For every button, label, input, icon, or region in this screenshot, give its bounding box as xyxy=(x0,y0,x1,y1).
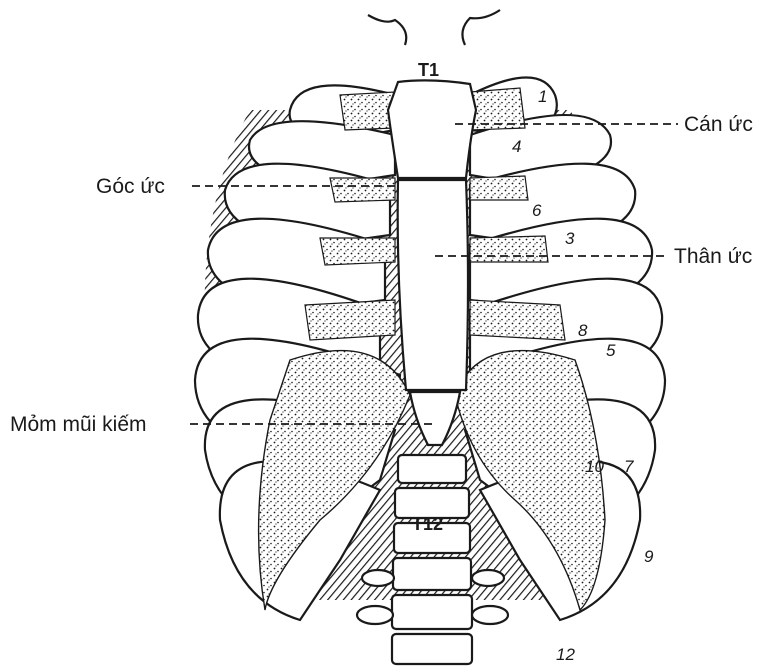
sternal-body-shape xyxy=(398,180,468,390)
rib-number-9: 9 xyxy=(644,547,654,566)
rib-number-5: 5 xyxy=(606,341,616,360)
rib-number-8: 8 xyxy=(578,321,588,340)
rib-number-3: 3 xyxy=(565,229,575,248)
label-sternal-angle: Góc ức xyxy=(96,175,165,198)
rib-number-4: 4 xyxy=(512,137,521,156)
vertebra-label-t1: T1 xyxy=(418,60,439,80)
rib-number-7: 7 xyxy=(624,457,634,476)
rib-number-10: 10 xyxy=(585,457,604,476)
label-sternal-body: Thân ức xyxy=(674,245,752,268)
right-clavicle-stub xyxy=(462,10,500,45)
label-xiphoid: Mỏm mũi kiếm xyxy=(10,413,147,436)
rib-number-6: 6 xyxy=(532,201,542,220)
left-clavicle-stub xyxy=(368,15,406,45)
rib-number-1: 1 xyxy=(538,87,547,106)
vertebra-label-t12: T12 xyxy=(412,514,443,534)
label-manubrium: Cán ức xyxy=(684,113,753,136)
manubrium-shape xyxy=(388,80,476,178)
rib-number-12: 12 xyxy=(556,645,575,664)
